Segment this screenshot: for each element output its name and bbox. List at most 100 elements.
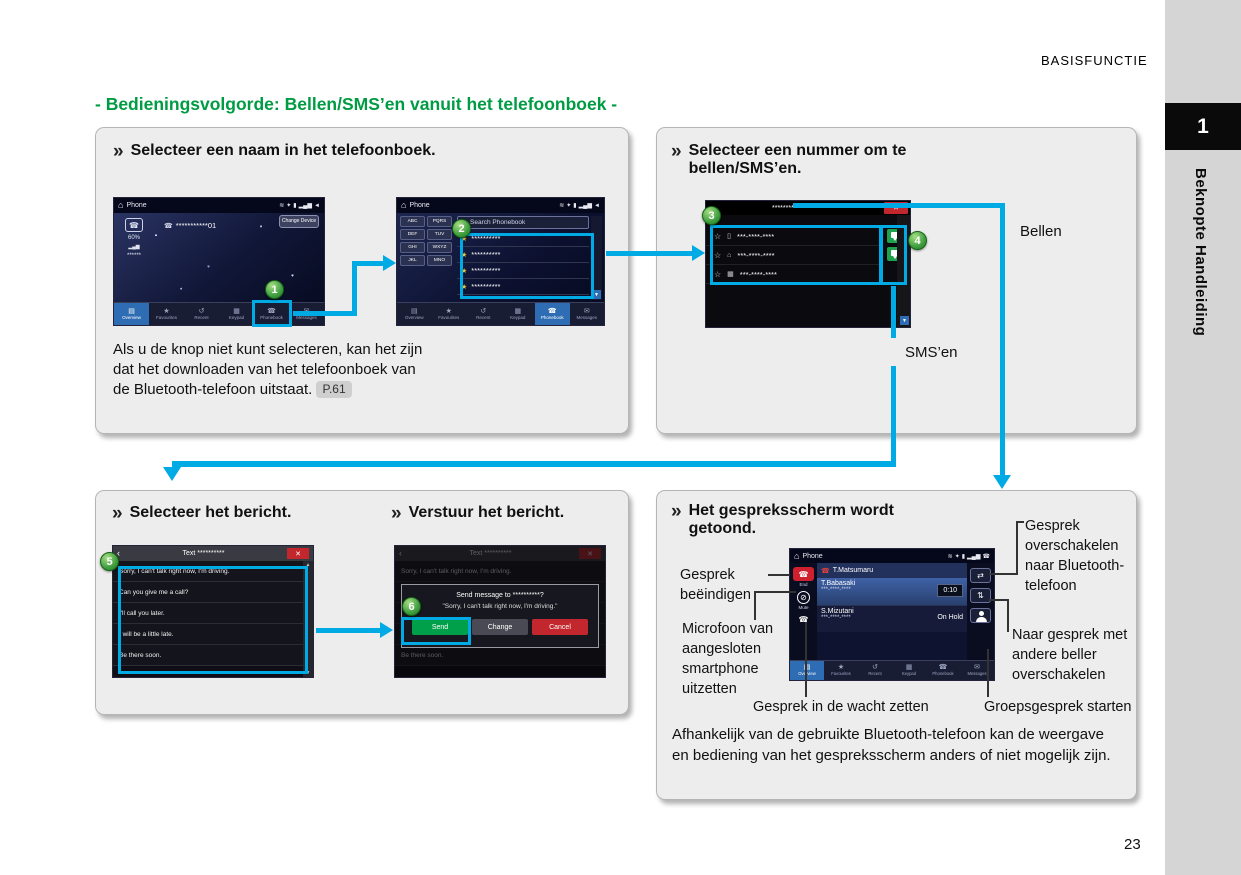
caller-row-current[interactable]: T.Babasaki ***-****-**** 0:10 [817,578,967,605]
tab-keypad[interactable]: ▦Keypad [901,664,917,677]
number-row-mobile[interactable]: ☆ ▯ ***-****-**** [706,227,882,246]
tab-recent[interactable]: ↺Recent [868,664,882,677]
group-call-icon[interactable] [970,608,991,623]
star-outline-icon[interactable]: ☆ [714,269,722,279]
star-outline-icon[interactable]: ☆ [714,250,722,260]
phonebook-entry[interactable]: ★********** [457,263,589,279]
overview-icon: ▤ [128,307,135,315]
tab-keypad[interactable]: ▦Keypad [510,307,526,320]
heading-text: Selecteer een nummer om te bellen/SMS’en… [688,142,907,177]
leader-line-hold [805,622,807,697]
tab-phonebook[interactable]: ☎Phonebook [535,303,570,325]
tab-phonebook[interactable]: ☎Phonebook [932,664,954,677]
message-title-bar: ‹ Text ********** ✕ [395,546,605,561]
flow-line [316,628,380,633]
flow-line [606,251,692,256]
tab-favourites[interactable]: ★Favourites [155,307,177,320]
scroll-down-icon[interactable]: ▼ [900,316,909,325]
tab-favourites[interactable]: ★Favourites [831,664,851,677]
signal-bars-icon: ▂▄▆ [128,244,140,250]
tab-recent[interactable]: ↺Recent [194,307,209,320]
star-outline-icon[interactable]: ☆ [714,231,722,241]
scroll-down-icon[interactable]: ▼ [592,290,601,299]
callout-swap-caller: Naar gesprek met andere beller overschak… [1012,627,1128,683]
key-mno[interactable]: MNO [427,255,452,266]
overview-icon: ▤ [803,664,811,672]
home-icon[interactable]: ⌂ [118,200,124,210]
tab-phonebook[interactable]: ☎Phonebook [260,307,283,320]
key-tuv[interactable]: TUV [427,229,452,240]
flow-arrowhead [692,245,705,261]
tab-favourites[interactable]: ★Favourites [438,307,460,320]
heading-select-message: » Selecteer het bericht. [112,504,372,523]
tab-keypad[interactable]: ▦Keypad [228,307,245,320]
key-abc[interactable]: ABC [400,216,425,227]
call-timer: 0:10 [937,584,963,597]
bottom-tab-bar: ▤Overview ★Favourites ↺Recent ▦Keypad ☎P… [397,302,604,325]
hold-call-icon[interactable]: ☎ [798,615,809,624]
recent-icon: ↺ [198,307,205,315]
leader-line-swap [1007,599,1009,632]
tab-overview[interactable]: ▤Overview [790,661,824,680]
wifi-icon: ≋ [559,203,565,209]
dialog-message-preview: "Sorry, I can't talk right now, I'm driv… [442,603,558,610]
change-device-button[interactable]: Change Device [279,215,319,228]
key-wxyz[interactable]: WXYZ [427,242,452,253]
template-message[interactable]: Can you give me a call? [113,582,303,603]
leader-line-mute [754,591,796,593]
home-number-icon: ⌂ [727,251,732,259]
phonebook-entry[interactable]: ★********** [457,231,589,247]
heading-call-screen: » Het gespreksscherm wordt getoond. [671,502,921,538]
key-def[interactable]: DEF [400,229,425,240]
caller-row-on-hold[interactable]: S.Mizutani ***-****-**** On Hold [817,605,967,632]
number-row-home[interactable]: ☆ ⌂ ***-****-**** [706,246,882,265]
phonebook-entry[interactable]: ★********** [457,279,589,295]
status-bar: ⌂ Phone ≋ ✦ ▮ ▂▄▆ ☎ [790,549,994,563]
battery-icon: ▮ [573,203,577,209]
note-text: Als u de knop niet kunt selecteren, kan … [113,341,423,398]
key-ghi[interactable]: GHI [400,242,425,253]
starry-background [114,213,324,302]
leader-line-end-call [768,574,790,576]
template-message[interactable]: Be there soon. [113,645,303,666]
back-icon[interactable]: ‹ [117,548,120,558]
device-info-rail: ☎ 60% ▂▄▆ ****** [114,213,154,302]
tab-overview[interactable]: ▤Overview [404,307,424,320]
template-message[interactable]: I'll call you later. [113,603,303,624]
leader-line-transfer [1016,521,1018,575]
tab-overview[interactable]: ▤Overview [114,303,149,325]
mute-button[interactable]: ⊘ [797,591,810,604]
home-icon[interactable]: ⌂ [401,200,407,210]
contact-name: ********* [772,204,797,212]
home-icon[interactable]: ⌂ [794,550,800,561]
caller-row-active[interactable]: ☎ T.Matsumaru [817,563,967,578]
office-icon: ▦ [727,271,734,278]
swap-caller-icon[interactable]: ⇅ [970,588,991,603]
phonebook-icon: ☎ [938,664,948,672]
scrollbar[interactable]: ▼ [591,216,602,300]
scroll-up-icon[interactable]: ▲ [305,562,311,568]
template-message[interactable]: I will be a little late. [113,624,303,645]
highlight-send-button [401,617,471,645]
key-pqrs[interactable]: PQRS [427,216,452,227]
change-button[interactable]: Change [472,619,528,635]
heading-text: Selecteer het bericht. [129,504,292,521]
end-call-button[interactable]: ☎ [793,567,814,581]
close-button[interactable]: ✕ [287,548,309,559]
phonebook-entry-list: ★********** ★********** ★********** ★***… [457,231,589,295]
alphabet-key-column: ABC PQRS DEF TUV GHI WXYZ JKL MNO [400,216,452,266]
tab-recent[interactable]: ↺Recent [476,307,491,320]
cancel-button[interactable]: Cancel [532,619,588,635]
search-phonebook-field[interactable]: Search Phonebook [457,216,589,229]
wifi-icon: ≋ [947,553,953,560]
tab-messages[interactable]: ✉Messages [576,307,597,320]
phonebook-download-note: Als u de knop niet kunt selecteren, kan … [113,340,429,400]
favourites-icon: ★ [445,307,452,315]
screen-title: Phone [126,202,147,209]
key-jkl[interactable]: JKL [400,255,425,266]
tab-messages[interactable]: ✉Messages [967,664,987,677]
messages-icon: ✉ [583,307,590,315]
send-button[interactable]: Send [412,619,468,635]
phonebook-entry[interactable]: ★********** [457,247,589,263]
transfer-to-bluetooth-icon[interactable]: ⇄ [970,568,991,583]
